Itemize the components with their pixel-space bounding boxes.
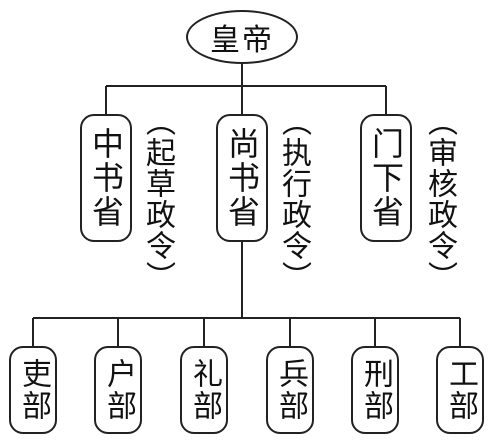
gongbu-node: 工部 xyxy=(436,346,484,434)
shangshu-node: 尚书省 xyxy=(216,114,268,242)
shangshu-label: 尚书省 xyxy=(223,127,261,229)
bingbu-node: 兵部 xyxy=(266,346,314,434)
menxia-note: （审核政令） xyxy=(422,106,457,292)
libu-label: 吏部 xyxy=(16,358,51,422)
lishi-node: 礼部 xyxy=(180,346,228,434)
xingbu-label: 刑部 xyxy=(358,358,393,422)
emperor-label: 皇帝 xyxy=(210,23,274,58)
bingbu-label: 兵部 xyxy=(273,358,308,422)
zhongshu-note: （起草政令） xyxy=(140,106,175,292)
shangshu-note: （执行政令） xyxy=(276,106,311,292)
menxia-node: 门下省 xyxy=(360,114,412,242)
xingbu-node: 刑部 xyxy=(351,346,399,434)
libu-node: 吏部 xyxy=(9,346,57,434)
lishi-label: 礼部 xyxy=(187,358,222,422)
zhongshu-label: 中书省 xyxy=(87,127,125,229)
zhongshu-node: 中书省 xyxy=(80,114,132,242)
menxia-label: 门下省 xyxy=(367,127,405,229)
hubu-label: 户部 xyxy=(101,358,136,422)
hubu-node: 户部 xyxy=(94,346,142,434)
emperor-node: 皇帝 xyxy=(186,10,298,64)
gongbu-label: 工部 xyxy=(443,358,478,422)
